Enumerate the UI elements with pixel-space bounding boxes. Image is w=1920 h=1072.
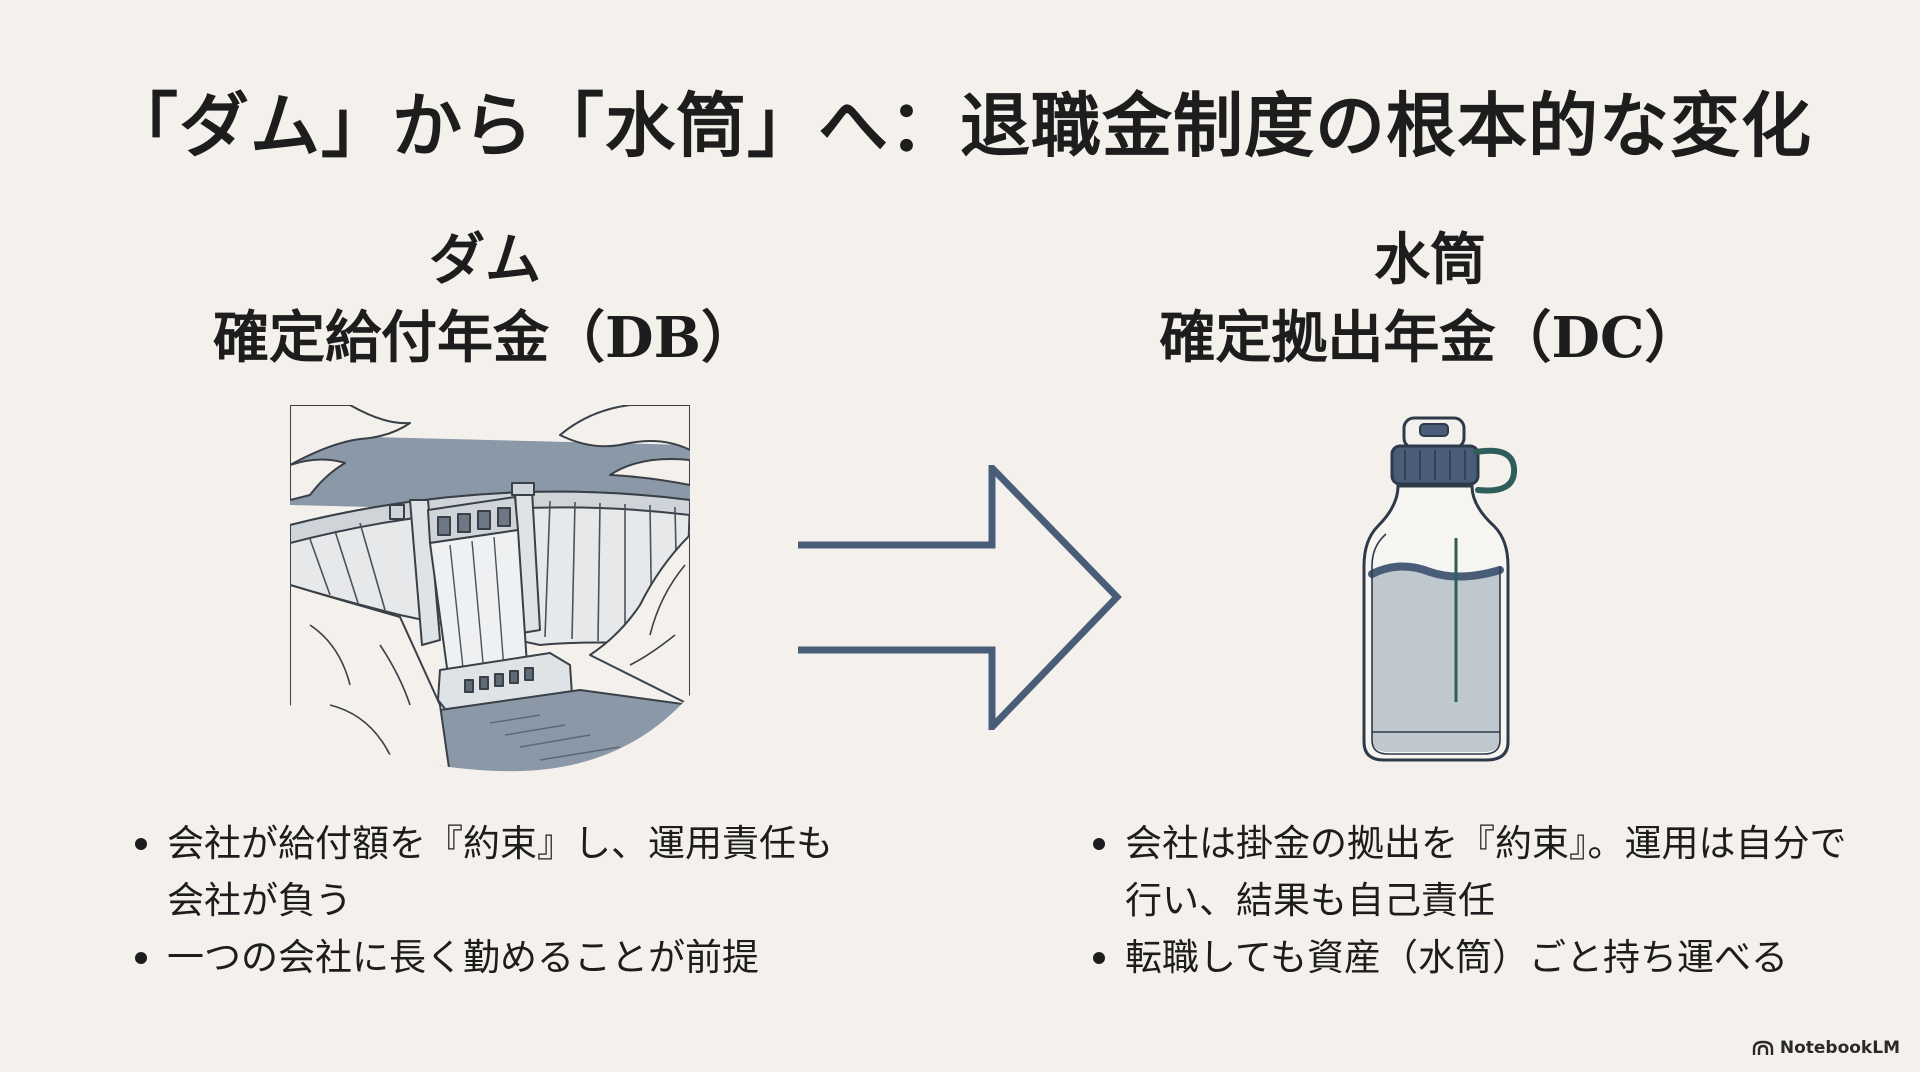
- db-subtitle: 確定給付年金（DB）: [213, 305, 757, 371]
- brand-badge: NotebookLM: [1752, 1038, 1900, 1058]
- arrow-right-icon: [798, 465, 1122, 730]
- dc-name: 水筒: [1374, 227, 1486, 293]
- notebooklm-logo-icon: [1752, 1040, 1774, 1055]
- db-heading: ダム 確定給付年金（DB）: [135, 222, 835, 378]
- bullet-dot: [1093, 838, 1105, 850]
- list-item: 一つの会社に長く勤めることが前提: [135, 929, 855, 986]
- dc-heading: 水筒 確定拠出年金（DC）: [1080, 222, 1780, 378]
- dc-bullet-1: 会社は掛金の拠出を『約束』。運用は自分で行い、結果も自己責任: [1125, 822, 1847, 922]
- list-item: 転職しても資産（水筒）ごと持ち運べる: [1093, 929, 1853, 986]
- page-title: 「ダム」から「水筒」へ：退職金制度の根本的な変化: [108, 84, 1812, 167]
- bullet-dot: [135, 952, 147, 964]
- bullet-dot: [1093, 952, 1105, 964]
- bullet-dot: [135, 838, 147, 850]
- dc-subtitle: 確定拠出年金（DC）: [1159, 305, 1701, 371]
- db-bullet-1: 会社が給付額を『約束』し、運用責任も会社が負う: [167, 822, 833, 922]
- list-item: 会社は掛金の拠出を『約束』。運用は自分で行い、結果も自己責任: [1093, 815, 1853, 929]
- list-item: 会社が給付額を『約束』し、運用責任も会社が負う: [135, 815, 855, 929]
- dc-bullet-list: 会社は掛金の拠出を『約束』。運用は自分で行い、結果も自己責任 転職しても資産（水…: [1093, 815, 1853, 986]
- dam-illustration: [290, 405, 690, 772]
- db-name: ダム: [429, 227, 541, 293]
- water-bottle-illustration: [1362, 416, 1518, 762]
- db-bullet-list: 会社が給付額を『約束』し、運用責任も会社が負う 一つの会社に長く勤めることが前提: [135, 815, 855, 986]
- db-bullet-2: 一つの会社に長く勤めることが前提: [167, 936, 759, 979]
- brand-name: NotebookLM: [1779, 1038, 1900, 1058]
- dc-bullet-2: 転職しても資産（水筒）ごと持ち運べる: [1125, 936, 1789, 979]
